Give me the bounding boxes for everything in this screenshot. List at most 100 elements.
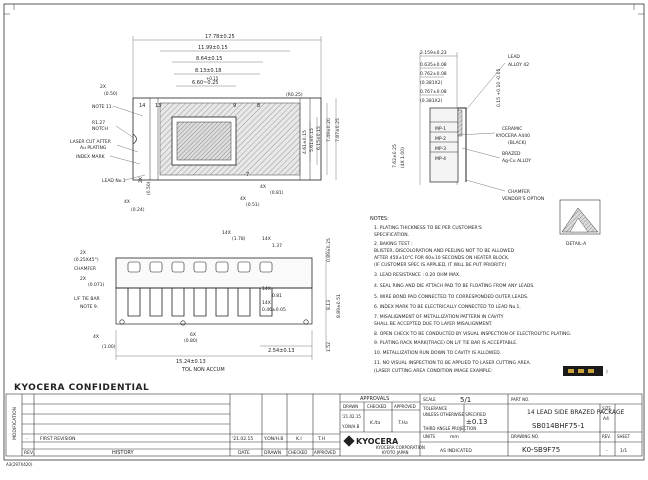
tol-non-accum: TOL NON ACCUM [181, 367, 225, 373]
chamfer-2x: 2X [100, 84, 106, 90]
note-line: 3. LEAD RESISTANCE : 0.20 OHM MAX. [374, 272, 460, 278]
sheet-size: A3(297X420) [6, 462, 33, 467]
drawn-name: Y.ON/H.B [341, 424, 360, 429]
r-14x-b: 0.46±0.05 [262, 307, 286, 313]
dim-width-outer: 17.78±0.25 [205, 34, 235, 40]
approved-label: APPROVED [394, 404, 416, 409]
pin-number: 8 [257, 103, 260, 109]
lead-1-label: LEAD No.1 [102, 178, 126, 184]
dim-tol-a: +0.15 [206, 76, 219, 81]
company-loc: KYOTO JAPAN [382, 450, 408, 455]
right-dim-a: 0.89±0.25 [326, 238, 332, 262]
note-line: AFTER 450±10°C FOR 60±10 SECONDS ON HEAT… [374, 255, 509, 261]
v-off-dim: (4X 1.00) [400, 147, 406, 168]
bottom-4x-a-val: (0.81) [270, 190, 284, 196]
note-line: (LASER CUTTING AREA CONDITION IMAGE EXAM… [374, 368, 492, 374]
chamfer-label: CHAMFER [508, 189, 530, 195]
side-lead [458, 107, 467, 182]
bottom-view: 2X (0.25X45°) CHAMFER 2X (0.071) L/F TIE… [74, 230, 342, 373]
note-9-label: NOTE 9. [80, 304, 98, 310]
dim-height-2: 7.49±0.20 [326, 118, 332, 142]
left-4x: 4X [124, 199, 130, 205]
rev-row-rev: - [26, 437, 28, 442]
svg-text:): ) [606, 369, 608, 375]
approvals-label: APPROVALS [360, 396, 389, 402]
c-2x: 2X [80, 250, 86, 256]
drawing-no-label: DRAWING NO. [511, 434, 539, 439]
note-line: 10. METALLIZATION RUN DOWN TO CAVITY IS … [374, 350, 501, 356]
detail-a: DETAIL-A [559, 199, 601, 247]
side-body [429, 107, 459, 183]
laser-cut-label-2: Au PLATING [80, 145, 107, 151]
approved-name: T.Ha [398, 420, 408, 426]
r-14x-b-label: 14X [262, 300, 271, 306]
part-number: SB014BHF75-1 [532, 422, 585, 430]
note-line: 4. SEAL RING AND DIE ATTACH PAD TO BE FL… [374, 283, 535, 289]
bottom-width-2: 2.54±0.13 [268, 348, 294, 354]
notch-mark [132, 133, 137, 145]
tiebar [115, 287, 313, 325]
note-line: SPECIFICATION. [374, 232, 409, 238]
size-value: A4 [603, 416, 609, 422]
dim-width-5: 6.60~0.25 [192, 80, 218, 86]
left-2x: 2X [138, 177, 144, 183]
scale-value: 5/1 [460, 396, 471, 404]
r-14x-a: 0.81 [272, 293, 282, 299]
company-full: KYOCERA CORPORATION [376, 445, 425, 450]
tol-value: ±0.13 [466, 418, 487, 426]
side-dim-6: (0.381X2) [420, 98, 443, 104]
note-line: 5. WIRE BOND PAD CONNECTED TO CORRESPOND… [374, 294, 528, 300]
dim-height-4: 5.61±0.15 [309, 128, 315, 152]
rev-row-desc: FIRST REVISION [40, 436, 76, 442]
notes-title: NOTES: [370, 216, 389, 222]
layer-mp3: MP-3 [435, 146, 446, 152]
brazed-label: BRAZED [502, 151, 521, 157]
note-line: BLISTER, DISCOLORATION AND PEELING NOT T… [374, 248, 514, 254]
rev-value: - [606, 449, 608, 454]
bottom-4x-b-val: (0.51) [246, 202, 260, 208]
as-indicated: AS INDICATED [440, 448, 472, 454]
lead-fingers [127, 288, 273, 317]
note-line: 1. PLATING THICKNESS TO BE PER CUSTOMER'… [374, 225, 482, 231]
bottom-body [115, 257, 313, 289]
side-dim-2: 0.635±0.08 [420, 62, 447, 68]
dim-height-5: 4.61±0.15 [302, 130, 308, 154]
bottom-width: 15.24±0.13 [176, 359, 206, 365]
chamfer-2x-bv: 2X [80, 276, 86, 282]
bottom-4x-b: 4X [240, 196, 246, 202]
note-line: 9. PLATING RACK MARK(TRACE) ON L/F TIE B… [374, 340, 518, 346]
side-dim-4: (0.381X2) [420, 80, 443, 86]
package-outline [132, 97, 322, 181]
modification-label: MODIFICATION [12, 407, 18, 440]
side-view: 2.159±0.23 0.635±0.08 0.762±0.08 (0.381X… [392, 50, 544, 202]
lead-label: LEAD [508, 54, 520, 60]
top-14x-b: 14X [262, 236, 271, 242]
dim-width-2: 11.99±0.15 [198, 45, 228, 51]
rev-row-drawn: Y.ON/H.B [263, 436, 284, 442]
vendor-label: VENDOR'S OPTION [502, 196, 544, 202]
layer-mp2: MP-2 [435, 136, 446, 142]
left-4x-val: (0.24) [131, 207, 145, 213]
drawn-label: DRAWN [343, 404, 358, 409]
layer-mp1: MP-1 [435, 126, 446, 132]
pin-bumps [127, 261, 273, 273]
agcu-label: Ag-Cu ALLOY [502, 158, 531, 164]
notch-label: NOTCH [92, 126, 108, 132]
hist-drawn-label: DRAWN [264, 450, 281, 456]
index-mark-label: INDEX MARK [76, 154, 106, 160]
note-line: 11. NO VISUAL INSPECTION TO BE APPLIED T… [374, 360, 531, 366]
ceramic-label: CERAMIC [502, 126, 522, 132]
part-description: 14 LEAD SIDE BRAZED PACKAGE [527, 409, 625, 416]
bottom-4x-a: 4X [260, 184, 266, 190]
right-dim-c: 8.89±0.51 [336, 294, 342, 318]
c-val: (0.25X45°) [74, 257, 99, 263]
dim-height-3: 6.15±0.15 [316, 126, 322, 150]
rev-row-date: '21.02.15 [232, 436, 253, 442]
layer-mp4: MP-4 [435, 156, 446, 162]
pin-number: 9 [233, 103, 236, 109]
c2-val: (0.071) [88, 282, 105, 288]
chamfer-val: (0.50) [104, 91, 118, 97]
note-line: 2. BAKING TEST : [374, 241, 413, 247]
rev-label: REV. [602, 434, 611, 439]
